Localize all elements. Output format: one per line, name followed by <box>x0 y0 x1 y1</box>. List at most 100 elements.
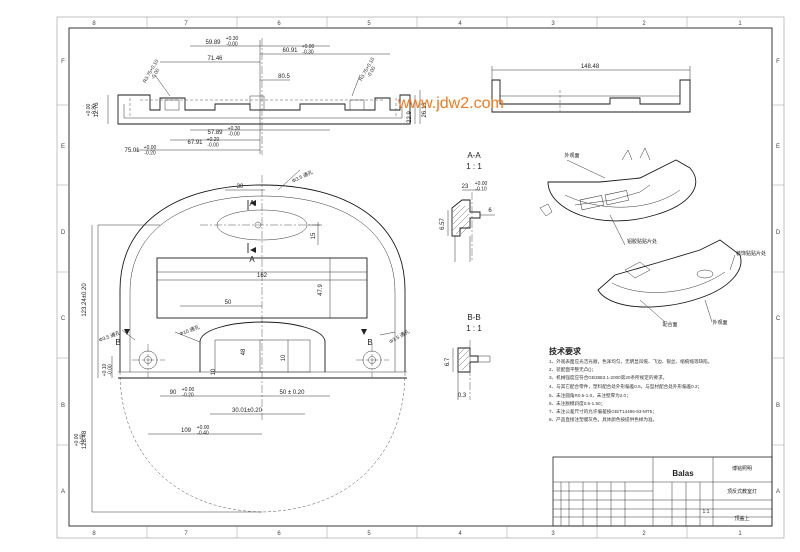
section-bb-view <box>452 340 491 400</box>
section-marker-b-right: B <box>367 338 372 347</box>
dim-59-89-tol: +0.30-0.00 <box>226 36 239 47</box>
dim-90: 90 <box>170 390 177 396</box>
zone-top-2: 2 <box>642 21 646 27</box>
tech-item-7: 7、未注公差尺寸的允许偏差按GB/T14486-93-MT5； <box>549 408 657 415</box>
zone-bottom-1: 1 <box>738 531 742 537</box>
dim-10b: 10 <box>281 354 287 361</box>
dim-6-7: 6.7 <box>445 357 451 366</box>
dim-10-tol: +0.10-0.00 <box>102 363 113 376</box>
front-view <box>107 38 421 155</box>
tech-item-8: 8、产品直接注塑膜灰色，具体颜色按提供色样为准。 <box>549 416 657 423</box>
dim-57-89: 57.89 <box>207 130 223 136</box>
callout-inner-label: 铝胶贴贴片处 <box>627 238 657 245</box>
zone-top-7: 7 <box>184 21 188 27</box>
side-view <box>491 66 691 113</box>
dim-48: 48 <box>241 348 247 355</box>
zone-right-D: D <box>776 230 781 236</box>
dim-75-01-tol: +0.00-0.20 <box>144 145 157 156</box>
dim-30: 30 <box>237 184 244 190</box>
zone-bottom-7: 7 <box>184 531 188 537</box>
section-bb-title: B-B <box>467 313 480 322</box>
tech-item-5: 5、未注圆角R0.5-1.0，未注壁厚为2.0； <box>549 392 631 399</box>
zone-bottom-2: 2 <box>642 531 646 537</box>
zone-right-C: C <box>776 316 781 322</box>
dim-162: 162 <box>257 273 268 279</box>
company-logo: Balas <box>672 469 694 478</box>
zone-left-C: C <box>61 316 66 322</box>
section-aa-title: A-A <box>467 151 481 160</box>
part-name: 顶反式教室灯 <box>727 488 757 495</box>
tech-requirements: 技术要求 1、外观表面应光洁光顺，色泽均匀，无明显凹痕、飞边、银丝、缩痕缩等缺陷… <box>549 346 712 423</box>
dim-90-tol: +0.00-0.20 <box>182 387 195 398</box>
dim-23-tol: +0.00-0.10 <box>475 181 488 192</box>
dim-148-48: 148.48 <box>581 64 600 70</box>
section-marker-b-left: B <box>115 338 120 347</box>
outer-border <box>56 16 785 539</box>
dim-71-46: 71.46 <box>207 56 223 62</box>
tech-title: 技术要求 <box>549 346 582 356</box>
dim-22-9: 22.9 <box>407 111 413 123</box>
zone-left-B: B <box>61 403 65 409</box>
tech-item-3: 3、机械强度应符合GB3883.1-2000第20条所规定的要求。 <box>549 374 667 381</box>
zone-right-F: F <box>776 59 780 65</box>
section-marker-a-top: A <box>249 199 255 208</box>
callout-mating-face: 配合面 <box>662 321 677 328</box>
dim-23: 23 <box>462 184 469 190</box>
tech-item-2: 2、装配面平整无凸()； <box>549 366 596 373</box>
callout-outer-shell-2: 外观面 <box>712 319 727 326</box>
dim-123-24: 123.24±0.20 <box>82 283 88 317</box>
company-name: 博铭照明 <box>732 465 752 472</box>
part-code: 顶盖上 <box>734 515 749 522</box>
dim-10a: 10 <box>211 368 217 375</box>
dim-60-91-tol: +0.00-0.30 <box>302 44 315 55</box>
callout-outer-shell: 外观面 <box>564 152 579 159</box>
section-aa-scale: 1 : 1 <box>466 162 482 171</box>
dim-128-48: 128.48 <box>82 430 88 449</box>
dim-75-01: 75.01 <box>124 148 140 154</box>
zone-right-B: B <box>776 403 780 409</box>
dim-12-76-tol: +0.00-0.20 <box>86 103 97 116</box>
isometric-view-bottom <box>597 239 742 323</box>
watermark: www.jdw2.com <box>397 95 504 112</box>
zone-bottom-4: 4 <box>458 531 462 537</box>
section-aa-view <box>447 189 495 262</box>
dim-57-89-tol: +0.30-0.00 <box>228 126 241 137</box>
dim-59-89: 59.89 <box>205 40 221 46</box>
dim-50: 50 <box>225 300 232 306</box>
isometric-view-top <box>539 147 697 246</box>
dim-0-3: 0.3 <box>458 393 467 399</box>
zone-top-5: 5 <box>367 21 371 27</box>
dim-30-01: 30.01±0.20 <box>232 408 263 414</box>
dim-15: 15 <box>311 232 317 239</box>
zone-bottom-8: 8 <box>92 531 96 537</box>
inner-border <box>68 27 773 527</box>
scale-value: 1:1 <box>703 509 710 515</box>
zone-bottom-3: 3 <box>551 531 555 537</box>
zone-top-1: 1 <box>738 21 742 27</box>
zone-top-3: 3 <box>551 21 555 27</box>
dim-12-76: 12.76 <box>94 102 100 118</box>
dim-60-91: 60.91 <box>282 48 298 54</box>
plan-view <box>91 169 407 513</box>
zone-top-4: 4 <box>458 21 462 27</box>
dim-128-48-tol: +0.00-0.40 <box>74 433 85 446</box>
dim-6-57: 6.57 <box>440 218 446 230</box>
zone-right-E: E <box>776 144 780 150</box>
tech-item-4: 4、与其它配合零件，塑料配合处外形偏差0.5，与型材配合处外形偏差0.2； <box>549 383 702 390</box>
dim-50-pm: 50 ± 0.20 <box>280 390 306 396</box>
section-bb-scale: 1 : 1 <box>466 324 482 333</box>
zone-right-A: A <box>776 489 780 495</box>
tech-item-1: 1、外观表面应光洁光顺，色泽均匀，无明显凹痕、飞边、银丝、缩痕缩等缺陷。 <box>549 358 712 365</box>
section-marker-a-bottom: A <box>249 255 255 264</box>
dim-109-tol: +0.00-0.40 <box>197 425 210 436</box>
zone-bottom-5: 5 <box>367 531 371 537</box>
zone-bottom-6: 6 <box>277 531 281 537</box>
tech-item-6: 6、未注脱模斜度0.5-1.50； <box>549 400 605 407</box>
dim-67-91: 67.91 <box>187 140 203 146</box>
zone-left-D: D <box>61 230 66 236</box>
dim-47-9: 47.9 <box>318 284 324 296</box>
zone-left-F: F <box>61 59 65 65</box>
zone-left-E: E <box>61 144 65 150</box>
title-block: Balas 博铭照明 顶反式教室灯 顶盖上 1:1 <box>552 456 773 527</box>
